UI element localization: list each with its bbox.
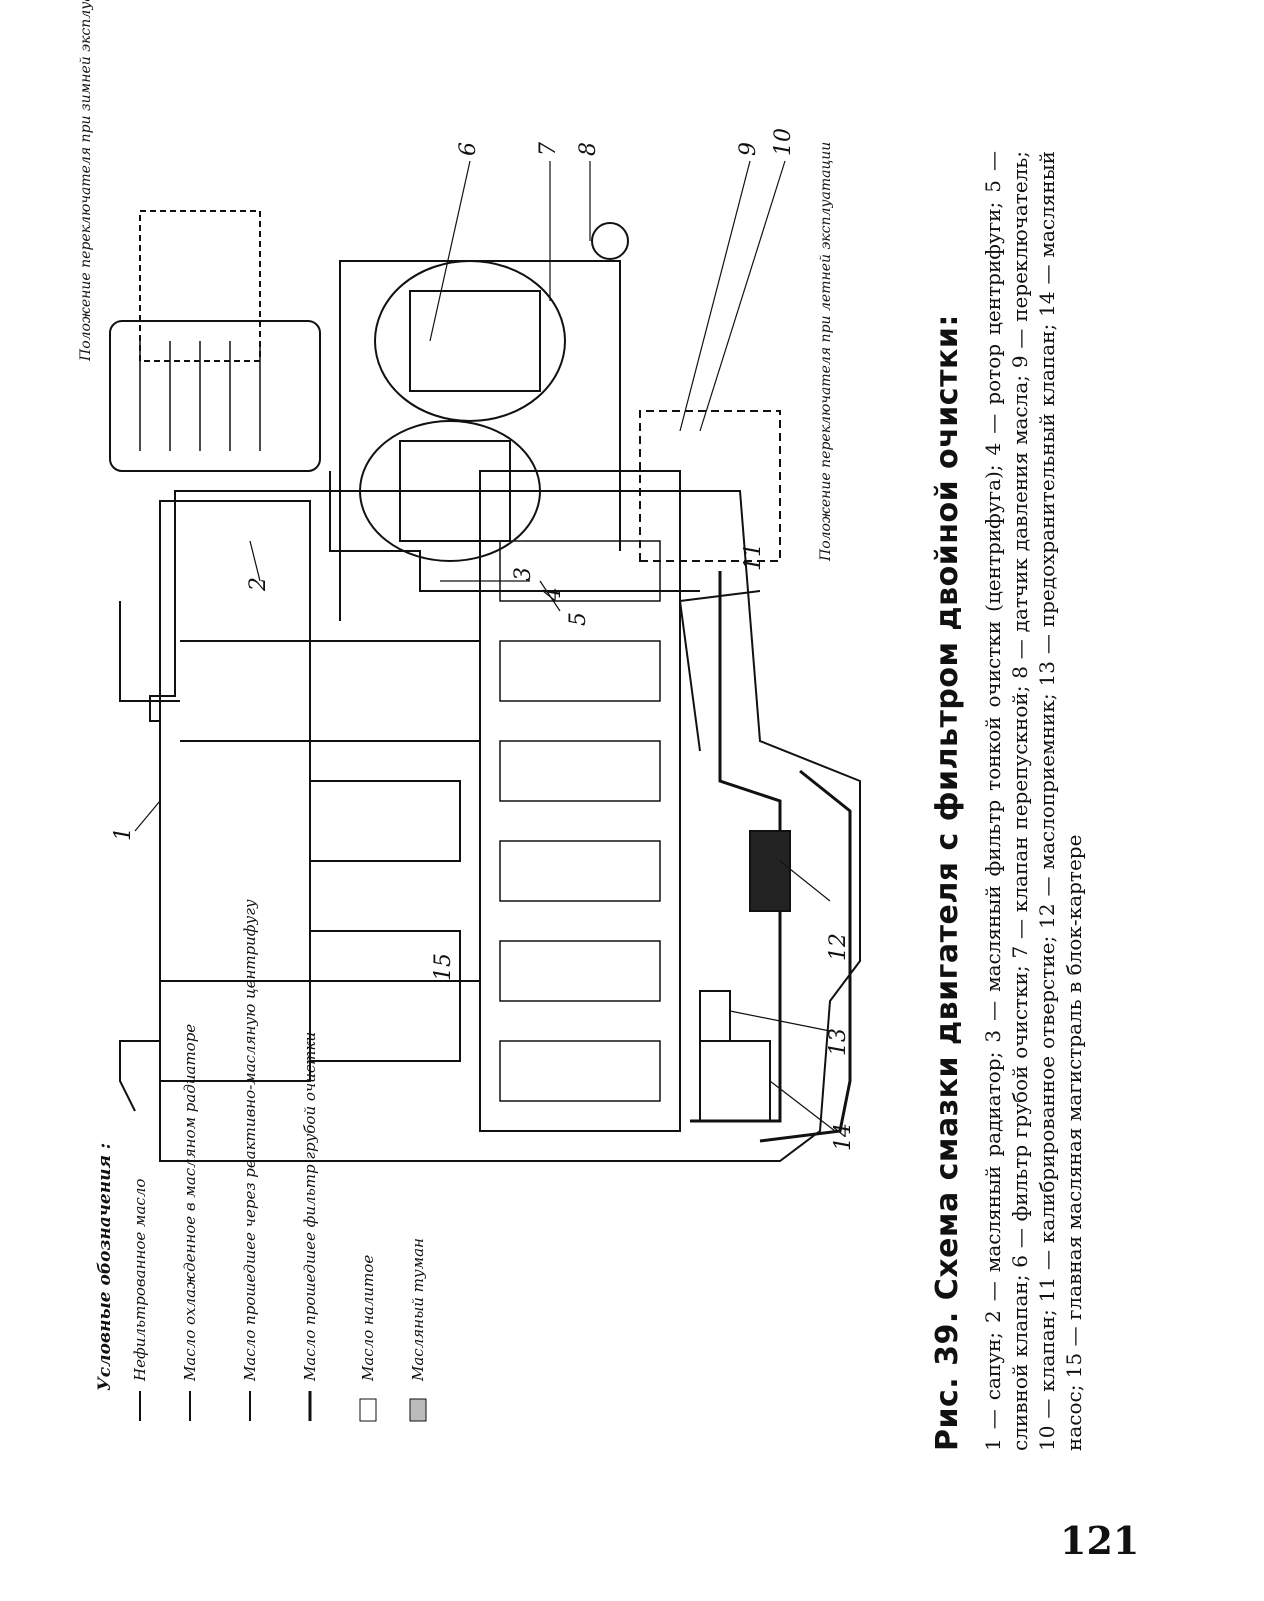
fine-filter-centrifuge bbox=[359, 420, 541, 562]
cylinder-head bbox=[159, 500, 311, 1082]
pressure-sensor bbox=[591, 222, 629, 260]
part-number-14: 14 bbox=[831, 1123, 856, 1151]
legend-item-oil-fill: Масло налитое bbox=[359, 1255, 377, 1382]
part-number-1: 1 bbox=[111, 827, 136, 841]
legend-item-oil-mist: Масляный туман bbox=[409, 1238, 427, 1382]
part-number-12: 12 bbox=[826, 933, 851, 961]
legend-item-unfiltered: Нефильтрованное масло bbox=[131, 1179, 149, 1382]
safety-valve bbox=[699, 990, 731, 1042]
part-number-11: 11 bbox=[741, 543, 766, 571]
part-number-5: 5 bbox=[566, 612, 591, 626]
legend-item-cooled: Масло охлажденное в масляном радиаторе bbox=[181, 1024, 199, 1382]
part-number-7: 7 bbox=[536, 142, 561, 156]
legend: Нефильтрованное масло Масло охлажденное … bbox=[131, 899, 427, 1422]
oil-radiator bbox=[109, 320, 321, 472]
oil-pan bbox=[759, 769, 852, 1143]
coarse-filter bbox=[374, 260, 566, 422]
engine-block-outline bbox=[149, 490, 861, 1162]
legend-title: Условные обозначения : bbox=[95, 1143, 115, 1391]
part-number-3: 3 bbox=[511, 567, 536, 581]
part-number-13: 13 bbox=[826, 1028, 851, 1056]
note-summer: Положение переключателя при летней экспл… bbox=[818, 142, 834, 562]
page-number: 121 bbox=[1060, 1518, 1140, 1563]
part-number-10: 10 bbox=[771, 128, 796, 156]
part-number-8: 8 bbox=[576, 142, 601, 156]
part-number-4: 4 bbox=[541, 587, 566, 602]
oil-strainer bbox=[749, 830, 791, 912]
part-number-6: 6 bbox=[456, 142, 481, 156]
note-winter: Положение переключателя при зимней экспл… bbox=[78, 0, 94, 362]
part-numbers: 1 2 3 4 5 6 7 8 9 10 11 12 13 14 15 bbox=[111, 128, 856, 1151]
crankshaft bbox=[479, 470, 681, 1132]
part-number-2: 2 bbox=[246, 577, 271, 592]
part-number-9: 9 bbox=[736, 142, 761, 156]
caption-title: Рис. 39. Схема смазки двигателя с фильтр… bbox=[930, 314, 965, 1451]
winter-switch-inset bbox=[139, 210, 261, 362]
legend-item-coarse: Масло прошедшее фильтр грубой очистки bbox=[301, 1032, 319, 1382]
oil-pump bbox=[699, 1040, 771, 1122]
breather bbox=[119, 1040, 160, 1112]
switch bbox=[639, 410, 781, 562]
piston bbox=[309, 930, 461, 1062]
legend-item-centrifuge: Масло прошедшее через реактивно-масляную… bbox=[241, 899, 259, 1382]
part-number-15: 15 bbox=[431, 953, 456, 981]
caption-text: 1 — сапун; 2 — масляный радиатор; 3 — ма… bbox=[981, 151, 1086, 1451]
